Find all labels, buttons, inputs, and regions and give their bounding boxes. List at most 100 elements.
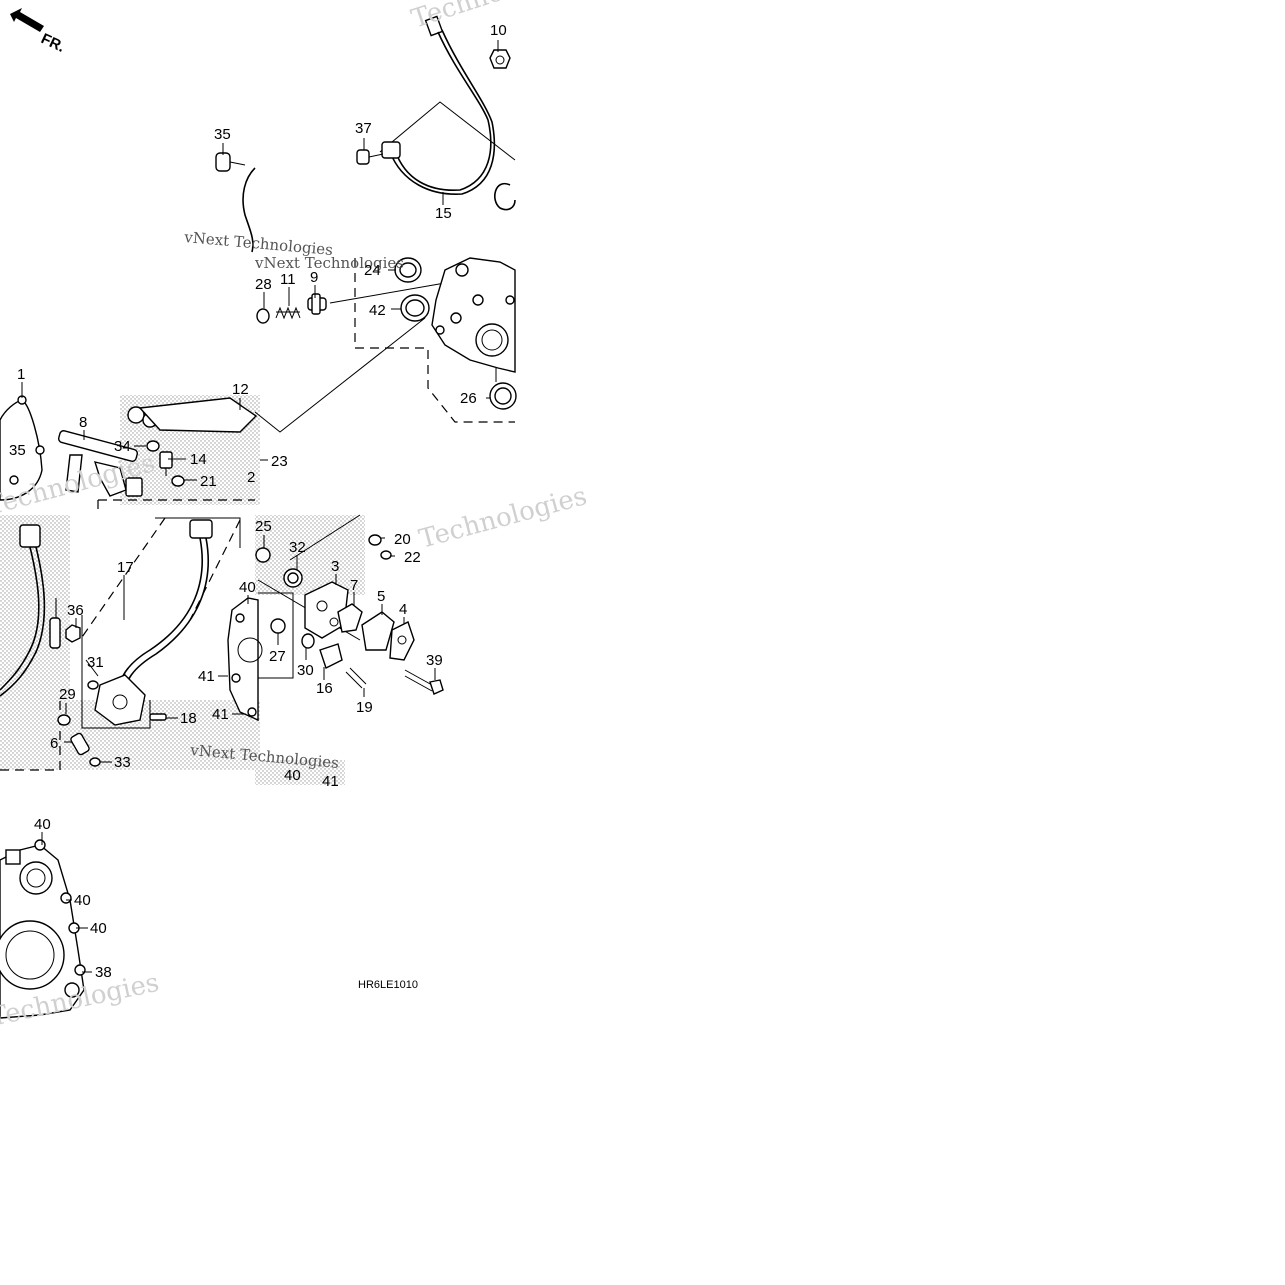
cover-4: [389, 621, 415, 661]
group-outline: [354, 258, 515, 423]
callout-31: 31: [87, 654, 104, 671]
washer-33: [89, 757, 101, 767]
callout-20: 20: [394, 531, 411, 548]
callout-9: 9: [310, 269, 318, 286]
callout-40: 40: [239, 579, 256, 596]
washer-34: [146, 440, 160, 452]
callout-40-lower: 40: [90, 920, 107, 937]
callout-24: 24: [364, 262, 381, 279]
callout-26: 26: [460, 390, 477, 407]
callout-30: 30: [297, 662, 314, 679]
callout-35-left: 35: [9, 442, 26, 459]
sensor-bracket: [94, 674, 146, 726]
callout-42: 42: [369, 302, 386, 319]
shaded-panel-mid: [255, 515, 365, 595]
oil-seal-42: [400, 294, 430, 322]
callout-39: 39: [426, 652, 443, 669]
bolt-36: [65, 624, 81, 643]
connector-cable: [117, 519, 213, 693]
callout-5: 5: [377, 588, 385, 605]
callout-15: 15: [435, 205, 452, 222]
callout-7: 7: [350, 577, 358, 594]
callout-34: 34: [114, 438, 131, 455]
callout-41-bottom: 41: [322, 773, 339, 790]
callout-1: 1: [17, 366, 25, 383]
callout-28: 28: [255, 276, 272, 293]
callout-14: 14: [190, 451, 207, 468]
o-ring-28: [256, 308, 270, 324]
wire-segment: [242, 167, 256, 253]
callout-17: 17: [117, 559, 134, 576]
clip-part: [494, 182, 516, 211]
group-outline: [79, 517, 241, 641]
cover-40-upper: [227, 597, 263, 722]
callout-38: 38: [95, 964, 112, 981]
callout-6: 6: [50, 735, 58, 752]
callout-40-lower: 40: [34, 816, 51, 833]
callout-8: 8: [79, 414, 87, 431]
callout-21: 21: [200, 473, 217, 490]
callout-10: 10: [490, 22, 507, 39]
leader-line: [379, 101, 516, 161]
wire-harness-17: [0, 524, 46, 697]
group-outline: [258, 592, 294, 679]
callout-2: 2: [247, 469, 255, 486]
nut-10: [489, 49, 511, 69]
gasket-5: [361, 611, 395, 651]
watermark-group: Technologies vNext Technologies Technolo…: [0, 0, 590, 1033]
watermark: vNext Technologies: [254, 254, 404, 272]
callout-4: 4: [399, 601, 407, 618]
callout-33: 33: [114, 754, 131, 771]
leader-line: [289, 514, 361, 561]
oil-seal-24: [394, 257, 422, 283]
seal-27: [270, 618, 286, 634]
callout-27: 27: [269, 648, 286, 665]
callout-35: 35: [214, 126, 231, 143]
callout-41: 41: [198, 668, 215, 685]
callout-41: 41: [212, 706, 229, 723]
washer-20: [368, 534, 382, 546]
shaded-panel-low: [255, 760, 345, 785]
callout-32: 32: [289, 539, 306, 556]
clip-13: [49, 617, 61, 649]
bolt-18: [149, 713, 167, 721]
callout-25: 25: [255, 518, 272, 535]
bolt-19: [345, 667, 367, 689]
washer-22: [380, 550, 392, 560]
oil-seal-26: [489, 382, 517, 410]
o-ring-31: [87, 680, 99, 690]
callout-22: 22: [404, 549, 421, 566]
callouts: 1 2 3 4 5 6 7 8 9 10 11 12 14 15 16 17 1…: [9, 22, 507, 981]
callout-19: 19: [356, 699, 373, 716]
washer-21: [171, 475, 185, 487]
fitting-16: [319, 643, 343, 669]
o-ring-32: [283, 568, 303, 588]
callout-29: 29: [59, 686, 76, 703]
o-ring-29: [57, 714, 71, 726]
callout-23: 23: [271, 453, 288, 470]
o-ring-30: [301, 633, 315, 649]
group-outline: [97, 499, 255, 515]
spring-11: [275, 306, 301, 320]
callout-3: 3: [331, 558, 339, 575]
callout-18: 18: [180, 710, 197, 727]
watermark: Technologies: [416, 481, 590, 555]
collar-35: [215, 152, 246, 172]
callout-12: 12: [232, 381, 249, 398]
bolt-37: [356, 149, 384, 165]
front-arrow-label: FR.: [38, 30, 67, 56]
callout-37: 37: [355, 120, 372, 137]
leader-line: [329, 282, 446, 304]
sensor-6: [70, 732, 90, 756]
drawing-code: HR6LE1010: [358, 979, 418, 991]
leader-line: [254, 317, 426, 433]
callout-40-lower: 40: [74, 892, 91, 909]
front-arrow-icon: [10, 8, 44, 32]
shift-fork-8: [58, 430, 143, 497]
plug-9: [307, 293, 327, 315]
callout-36: 36: [67, 602, 84, 619]
sensor-wire-harness: [381, 15, 496, 195]
gearshift-arm-12: [127, 397, 258, 433]
rear-case-cover: [431, 257, 516, 373]
